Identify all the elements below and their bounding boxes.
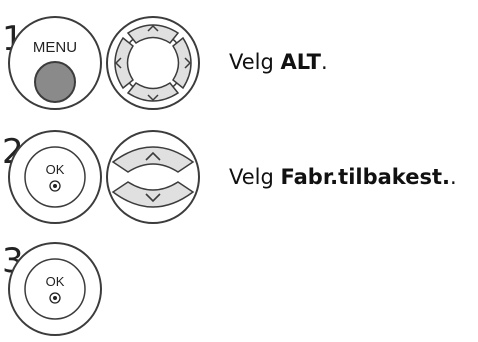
up-arrow-button[interactable] — [111, 146, 195, 173]
ok-button[interactable]: OK — [8, 242, 102, 336]
ok-button-label: OK — [46, 162, 65, 177]
chevron-left-icon — [114, 57, 122, 69]
step-1: 1 MENU Velg ALT. — [0, 0, 478, 120]
chevron-down-icon — [145, 193, 161, 203]
up-arrow-button[interactable] — [126, 24, 180, 44]
menu-button[interactable]: MENU — [8, 16, 102, 110]
chevron-up-icon — [147, 24, 159, 32]
nav-pad-4way — [106, 16, 200, 110]
step-2: 2 OK Velg Fabr.tilbakest.. — [0, 122, 478, 232]
step-2-graphics: OK — [8, 130, 200, 224]
chevron-up-icon — [145, 151, 161, 161]
step-2-instruction: Velg Fabr.tilbakest.. — [229, 165, 457, 189]
instruction-suffix: . — [320, 50, 328, 74]
ok-button-label: OK — [46, 274, 65, 289]
down-arrow-button[interactable] — [126, 82, 180, 102]
menu-target-name: ALT — [280, 50, 321, 74]
ok-dot-icon — [49, 180, 61, 192]
step-3: 3 OK — [0, 234, 478, 342]
step-3-graphics: OK — [8, 242, 102, 336]
instruction-suffix: . — [449, 165, 457, 189]
chevron-down-icon — [147, 94, 159, 102]
chevron-right-icon — [184, 57, 192, 69]
down-arrow-button[interactable] — [111, 181, 195, 208]
nav-pad-2way — [106, 130, 200, 224]
step-1-instruction: Velg ALT. — [229, 50, 328, 74]
menu-button-label: MENU — [33, 39, 77, 56]
step-1-graphics: MENU — [8, 16, 200, 110]
instruction-prefix: Velg — [229, 165, 281, 189]
menu-target-name: Fabr.tilbakest. — [280, 165, 450, 189]
instruction-prefix: Velg — [229, 50, 281, 74]
right-arrow-button[interactable] — [172, 36, 192, 90]
left-arrow-button[interactable] — [114, 36, 134, 90]
ok-dot-icon — [49, 292, 61, 304]
ok-button[interactable]: OK — [8, 130, 102, 224]
